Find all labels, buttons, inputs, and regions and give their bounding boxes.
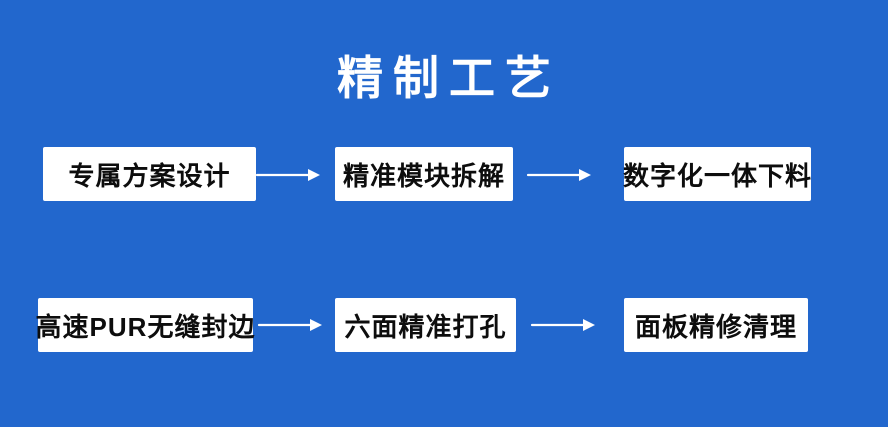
- arrow-right-icon: [257, 319, 322, 331]
- arrow-right-icon: [526, 169, 591, 181]
- step-digital-integrated-cutting: 数字化一体下料: [623, 147, 811, 201]
- step-six-side-precise-drilling: 六面精准打孔: [335, 298, 516, 352]
- step-panel-finishing-cleaning: 面板精修清理: [624, 298, 808, 352]
- arrow-right-icon: [530, 319, 595, 331]
- arrow-right-icon: [255, 169, 320, 181]
- step-precise-module-breakdown: 精准模块拆解: [335, 147, 513, 201]
- step-pur-seamless-edge-banding: 高速PUR无缝封边: [36, 298, 254, 352]
- diagram-title: 精制工艺: [337, 52, 561, 104]
- step-exclusive-plan-design: 专属方案设计: [43, 147, 256, 201]
